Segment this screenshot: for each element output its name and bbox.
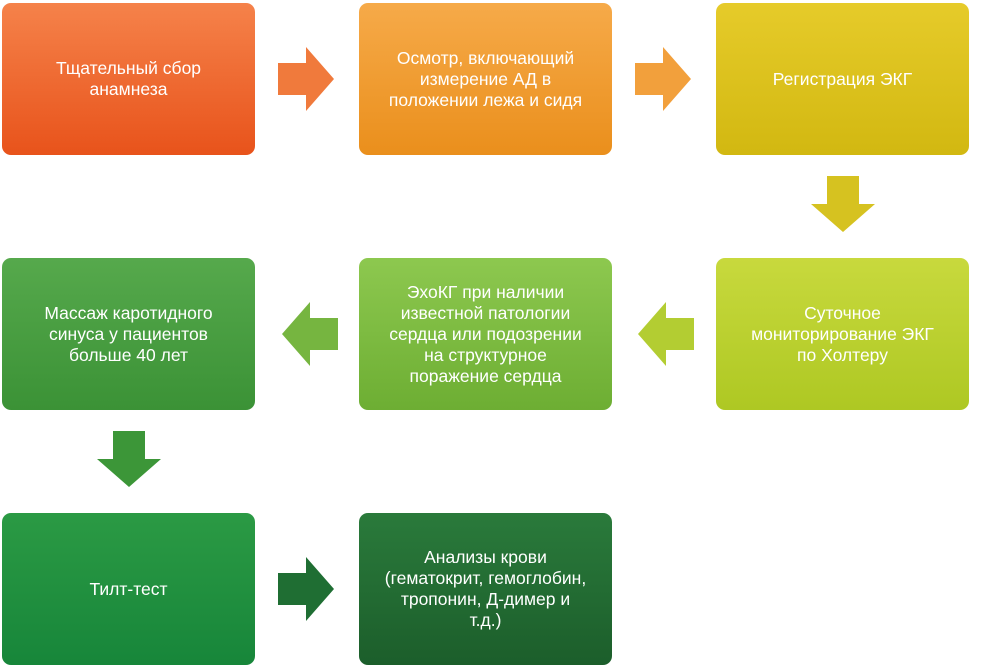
step-ecg: Регистрация ЭКГ: [716, 3, 969, 155]
step-examination-text: Осмотр, включающий измерение АД в положе…: [388, 47, 583, 110]
step-tilt-test: Тилт-тест: [2, 513, 255, 665]
step-ecg-text: Регистрация ЭКГ: [772, 68, 913, 89]
arrow-right-icon: [278, 557, 334, 621]
arrow-left-icon: [282, 302, 338, 366]
step-blood-tests: Анализы крови (гематокрит, гемоглобин, т…: [359, 513, 612, 665]
step-echocardiography: ЭхоКГ при наличии известной патологии се…: [359, 258, 612, 410]
step-holter-text: Суточное мониторирование ЭКГ по Холтеру: [751, 302, 934, 365]
step-carotid-massage: Массаж каротидного синуса у пациентов бо…: [2, 258, 255, 410]
arrow-down-icon: [97, 431, 161, 487]
arrow-left-icon: [638, 302, 694, 366]
step-examination: Осмотр, включающий измерение АД в положе…: [359, 3, 612, 155]
step-blood-tests-text: Анализы крови (гематокрит, гемоглобин, т…: [384, 547, 587, 630]
step-anamnesis: Тщательный сбор анамнеза: [2, 3, 255, 155]
step-holter: Суточное мониторирование ЭКГ по Холтеру: [716, 258, 969, 410]
arrow-right-icon: [278, 47, 334, 111]
step-carotid-massage-text: Массаж каротидного синуса у пациентов бо…: [44, 302, 213, 365]
step-anamnesis-text: Тщательный сбор анамнеза: [55, 58, 202, 99]
arrow-down-icon: [811, 176, 875, 232]
arrow-right-icon: [635, 47, 691, 111]
step-echocardiography-text: ЭхоКГ при наличии известной патологии се…: [389, 281, 582, 386]
step-tilt-test-text: Тилт-тест: [89, 578, 168, 599]
